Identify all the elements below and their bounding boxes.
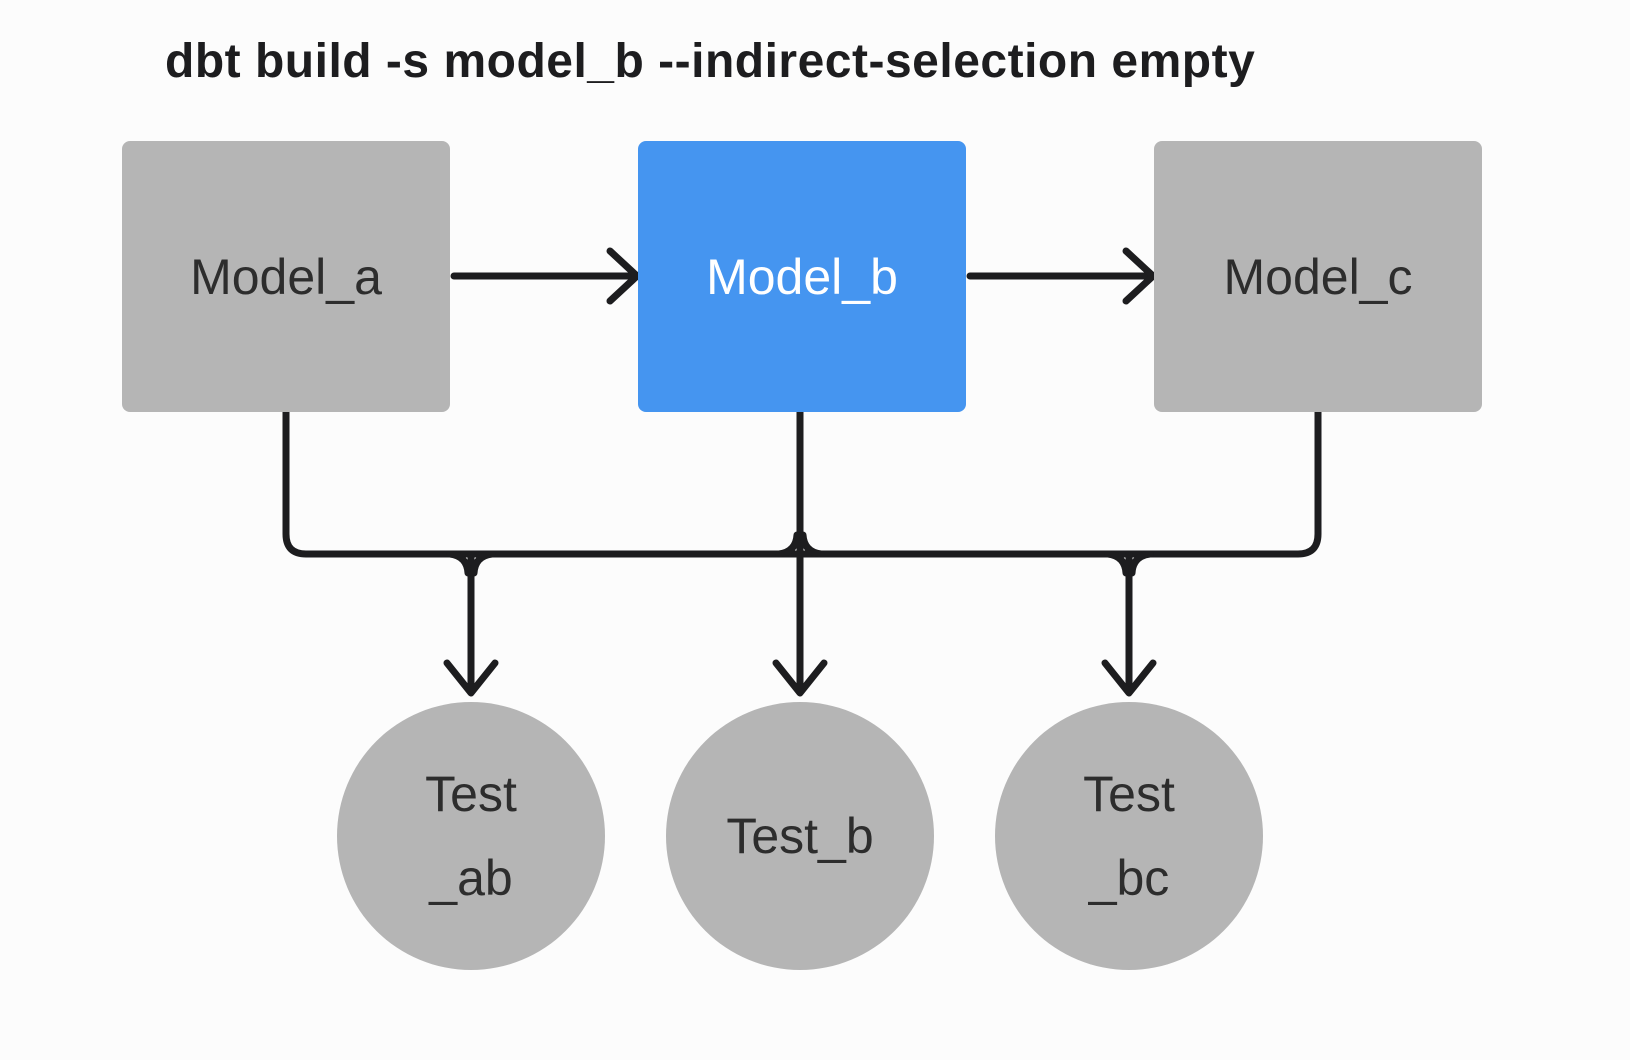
node-test-bc: Test _bc [995, 702, 1263, 970]
fillet [470, 550, 496, 577]
node-model-b-label: Model_b [706, 248, 898, 305]
fillet [1104, 550, 1130, 577]
node-test-ab-label-line2: _ab [429, 850, 513, 906]
node-model-c-label: Model_c [1223, 248, 1413, 305]
node-test-bc-label-line1: Test [1083, 766, 1175, 822]
node-test-ab-label-line1: Test [425, 766, 517, 822]
node-model-b-selected: Model_b [638, 141, 966, 412]
fillet [446, 550, 472, 577]
node-test-ab: Test _ab [337, 702, 605, 970]
node-model-a-label: Model_a [190, 248, 382, 305]
diagram-title: dbt build -s model_b --indirect-selectio… [165, 35, 1256, 88]
node-model-a: Model_a [122, 141, 450, 412]
node-test-b: Test_b [666, 702, 934, 970]
arrowhead-right-1 [606, 247, 641, 305]
node-model-c: Model_c [1154, 141, 1482, 412]
arrowhead-down-test-ab [443, 659, 499, 697]
fillet [1128, 550, 1154, 577]
edge-model-c-drop [796, 408, 1322, 558]
fillet [799, 531, 825, 558]
arrowhead-down-test-bc [1101, 659, 1157, 697]
arrowhead-right-2 [1122, 247, 1157, 305]
edge-model-a-drop [282, 408, 804, 558]
fillet [775, 531, 801, 558]
arrowhead-down-test-b [772, 659, 828, 697]
node-test-b-label-line1: Test_b [726, 808, 874, 864]
node-test-bc-label-line2: _bc [1088, 850, 1170, 906]
